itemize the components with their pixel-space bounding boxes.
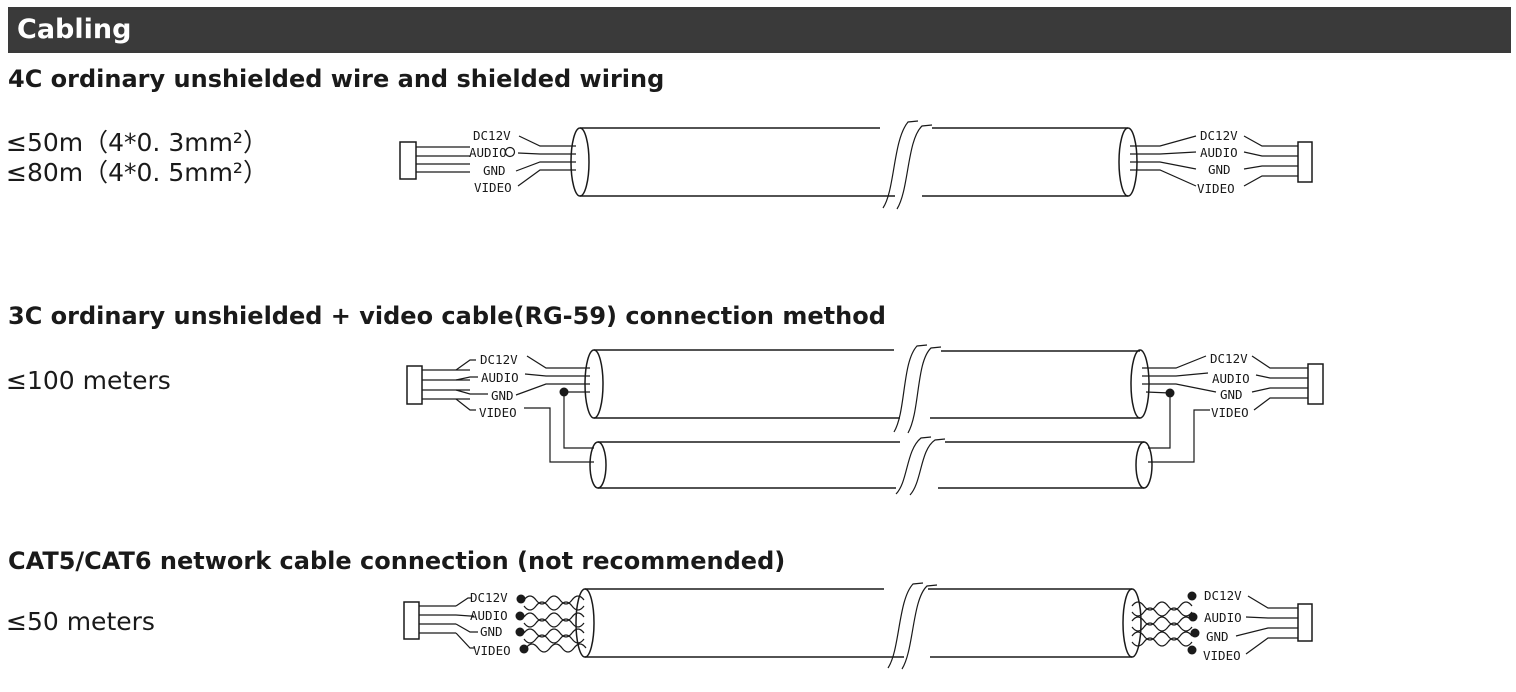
right-label-gnd: GND xyxy=(1208,162,1231,177)
right-label-audio: AUDIO xyxy=(1212,371,1250,386)
diagram-cat5-cat6: DC12V AUDIO GND VIDEO DC xyxy=(403,582,1313,670)
diagram-3c-rg59: DC12V AUDIO GND VIDEO xyxy=(406,344,1324,496)
section-title-4c: 4C ordinary unshielded wire and shielded… xyxy=(8,65,665,93)
distance-cat5-cat6: ≤50 meters xyxy=(6,607,155,636)
diagram-4c: DC12V AUDIO GND VIDEO DC12V AUDIO GND VI… xyxy=(399,120,1313,210)
left-label-gnd: GND xyxy=(483,163,506,178)
left-label-video: VIDEO xyxy=(479,405,517,420)
right-label-audio: AUDIO xyxy=(1204,610,1242,625)
section-title-cat5-cat6: CAT5/CAT6 network cable connection (not … xyxy=(8,547,786,575)
left-label-video: VIDEO xyxy=(474,180,512,195)
right-label-dc12v: DC12V xyxy=(1210,351,1248,366)
distance-4c-0.3mm: ≤50m（4*0. 3mm²） xyxy=(6,128,268,157)
right-connector xyxy=(1297,603,1313,642)
distance-4c-0.5mm: ≤80m（4*0. 5mm²） xyxy=(6,158,268,187)
left-label-dc12v: DC12V xyxy=(473,128,511,143)
right-label-video: VIDEO xyxy=(1203,648,1241,663)
left-label-dc12v: DC12V xyxy=(480,352,518,367)
left-connector xyxy=(399,141,417,180)
distance-3c-rg59: ≤100 meters xyxy=(6,366,171,395)
right-label-video: VIDEO xyxy=(1211,405,1249,420)
left-label-gnd: GND xyxy=(480,624,503,639)
right-connector xyxy=(1307,363,1324,405)
left-connector xyxy=(403,601,420,640)
right-label-dc12v: DC12V xyxy=(1200,128,1238,143)
left-label-audio: AUDIO xyxy=(481,370,519,385)
right-connector xyxy=(1297,141,1313,183)
left-connector xyxy=(406,365,423,405)
right-label-video: VIDEO xyxy=(1197,181,1235,196)
right-label-dc12v: DC12V xyxy=(1204,588,1242,603)
left-label-audio: AUDIO xyxy=(469,145,507,160)
header-title: Cabling xyxy=(17,14,132,45)
section-header-bar: Cabling xyxy=(8,7,1511,53)
left-label-video: VIDEO xyxy=(473,643,511,658)
section-title-3c-rg59: 3C ordinary unshielded + video cable(RG-… xyxy=(8,302,886,330)
right-label-audio: AUDIO xyxy=(1200,145,1238,160)
left-label-dc12v: DC12V xyxy=(470,590,508,605)
left-label-audio: AUDIO xyxy=(470,608,508,623)
left-label-gnd: GND xyxy=(491,388,514,403)
right-label-gnd: GND xyxy=(1220,387,1243,402)
right-label-gnd: GND xyxy=(1206,629,1229,644)
